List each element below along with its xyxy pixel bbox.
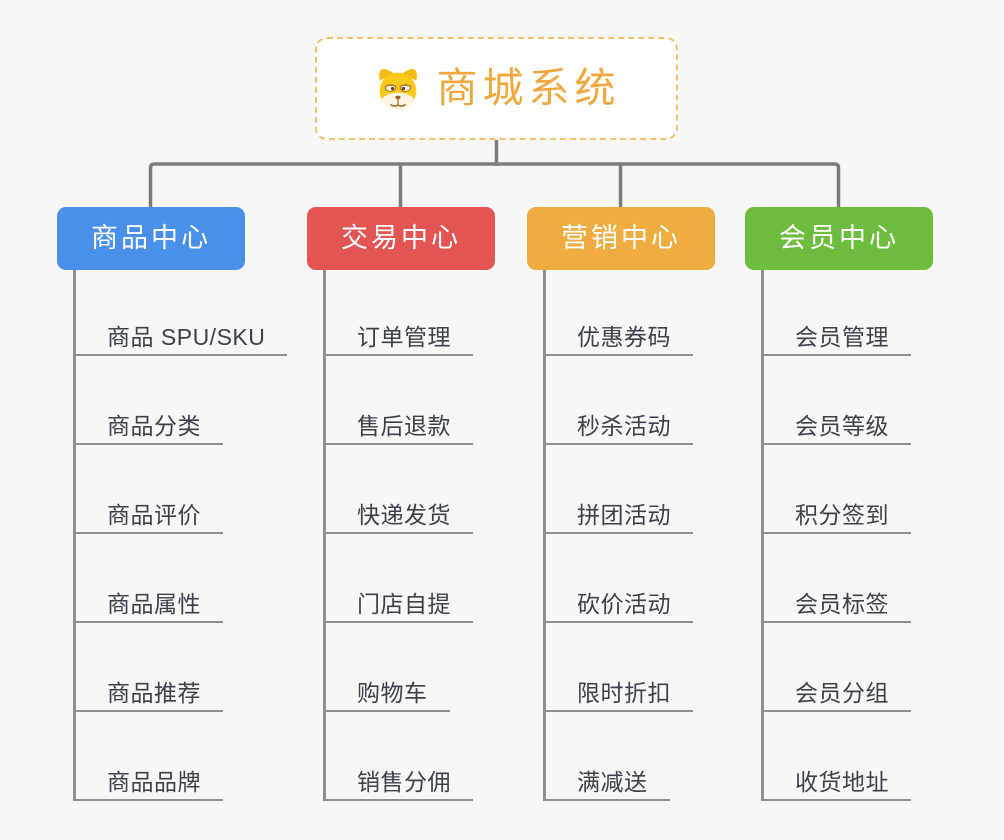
leaf-label: 限时折扣 (577, 680, 671, 706)
leaf-node[interactable]: 收货地址 (761, 755, 911, 801)
leaf-label: 拼团活动 (577, 502, 671, 528)
leaf-node[interactable]: 优惠券码 (543, 310, 693, 356)
branch-children-connector (323, 270, 326, 801)
leaf-node[interactable]: 销售分佣 (323, 755, 473, 801)
leaf-node[interactable]: 门店自提 (323, 577, 473, 623)
leaf-node[interactable]: 会员等级 (761, 399, 911, 445)
root-title: 商城系统 (436, 65, 621, 111)
leaf-label: 购物车 (357, 680, 428, 706)
leaf-node[interactable]: 商品 SPU/SKU (73, 310, 288, 356)
branch-node-2[interactable]: 交易中心 (307, 207, 495, 270)
dog-face-icon (373, 65, 423, 112)
leaf-label: 会员标签 (795, 591, 889, 617)
branch-node-3[interactable]: 营销中心 (527, 207, 715, 270)
leaf-label: 收货地址 (795, 769, 889, 795)
leaf-node[interactable]: 商品分类 (73, 399, 223, 445)
leaf-node[interactable]: 会员分组 (761, 666, 911, 712)
leaf-label: 会员管理 (795, 324, 889, 350)
leaf-label: 销售分佣 (357, 769, 451, 795)
branch-bracket-line (148, 162, 841, 208)
leaf-node[interactable]: 限时折扣 (543, 666, 693, 712)
leaf-label: 订单管理 (357, 324, 451, 350)
leaf-label: 快递发货 (357, 502, 451, 528)
leaf-node[interactable]: 秒杀活动 (543, 399, 693, 445)
leaf-label: 商品评价 (107, 502, 201, 528)
leaf-node[interactable]: 售后退款 (323, 399, 473, 445)
leaf-node[interactable]: 会员标签 (761, 577, 911, 623)
leaf-label: 商品推荐 (107, 680, 201, 706)
branch-node-4[interactable]: 会员中心 (745, 207, 933, 270)
leaf-node[interactable]: 商品属性 (73, 577, 223, 623)
leaf-node[interactable]: 商品品牌 (73, 755, 223, 801)
leaf-node[interactable]: 拼团活动 (543, 488, 693, 534)
leaf-node[interactable]: 快递发货 (323, 488, 473, 534)
leaf-label: 商品 SPU/SKU (107, 324, 266, 350)
leaf-label: 优惠券码 (577, 324, 671, 350)
branch-children-connector (543, 270, 546, 801)
leaf-node[interactable]: 商品推荐 (73, 666, 223, 712)
leaf-node[interactable]: 订单管理 (323, 310, 473, 356)
root-node[interactable]: 商城系统 (315, 37, 678, 140)
leaf-label: 砍价活动 (577, 591, 671, 617)
leaf-label: 售后退款 (357, 413, 451, 439)
branch-label: 会员中心 (779, 223, 899, 253)
leaf-node[interactable]: 砍价活动 (543, 577, 693, 623)
branch-node-1[interactable]: 商品中心 (57, 207, 245, 270)
leaf-node[interactable]: 购物车 (323, 666, 450, 712)
leaf-label: 商品属性 (107, 591, 201, 617)
leaf-label: 满减送 (577, 769, 648, 795)
leaf-label: 门店自提 (357, 591, 451, 617)
leaf-label: 商品品牌 (107, 769, 201, 795)
leaf-node[interactable]: 商品评价 (73, 488, 223, 534)
branch-label: 交易中心 (341, 223, 461, 253)
leaf-node[interactable]: 积分签到 (761, 488, 911, 534)
branch-children-connector (73, 270, 76, 801)
leaf-label: 秒杀活动 (577, 413, 671, 439)
leaf-label: 会员等级 (795, 413, 889, 439)
leaf-label: 会员分组 (795, 680, 889, 706)
leaf-node[interactable]: 满减送 (543, 755, 670, 801)
branch-label: 营销中心 (561, 223, 681, 253)
branch-children-connector (761, 270, 764, 801)
leaf-label: 商品分类 (107, 413, 201, 439)
leaf-node[interactable]: 会员管理 (761, 310, 911, 356)
leaf-label: 积分签到 (795, 502, 889, 528)
branch-label: 商品中心 (91, 223, 211, 253)
